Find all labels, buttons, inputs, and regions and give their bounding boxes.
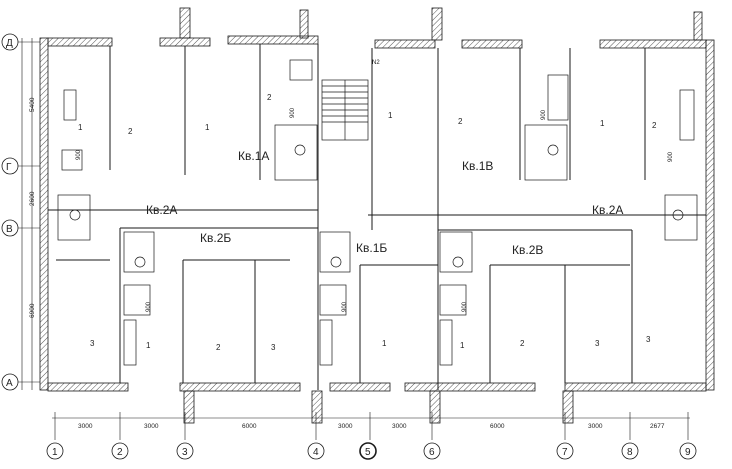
room-number: 1: [205, 123, 210, 132]
dimension-text: 2677: [650, 423, 665, 430]
dimension-text: 3000: [78, 423, 93, 430]
axis-label: 8: [627, 447, 633, 458]
small-dimension: 900: [290, 107, 296, 118]
room-number: 3: [90, 339, 95, 348]
row-axis-markers: [1, 33, 19, 391]
small-dimension: 900: [146, 301, 152, 312]
internal-walls: [48, 44, 706, 390]
dimension-text: 6000: [490, 423, 505, 430]
apartment-label: Кв.2Б: [200, 231, 231, 245]
dimension-text: 3000: [338, 423, 353, 430]
room-number: 3: [271, 343, 276, 352]
small-dimension: 900: [541, 109, 547, 120]
dimension-text: 3000: [392, 423, 407, 430]
axis-label: 9: [685, 447, 691, 458]
room-number: 2: [267, 93, 272, 102]
small-dimensions: 900 900 900 900 900 900 900 N2: [76, 60, 674, 312]
axis-label: Г: [6, 162, 12, 173]
dimension-lines: [18, 38, 690, 440]
axis-label: 2: [117, 447, 123, 458]
small-dimension: 900: [76, 149, 82, 160]
apartment-label: Кв.1В: [462, 159, 493, 173]
column-axis-labels: 1 2 3 4 5 6 7 8 9: [52, 447, 691, 458]
room-number: 2: [520, 339, 525, 348]
axis-label: 6: [429, 447, 435, 458]
dimension-text: 3000: [144, 423, 159, 430]
apartment-label: Кв.2А: [592, 203, 623, 217]
apartment-label: Кв.1Б: [356, 241, 387, 255]
room-numbers: 1 2 1 2 1 2 1 2 3 1 2 3 1 1 2 3 3: [78, 93, 657, 352]
axis-label: Д: [6, 38, 13, 49]
stair-note: N2: [372, 60, 380, 66]
dimension-text: 2600: [29, 191, 36, 206]
apartment-label: Кв.1А: [238, 149, 269, 163]
dimension-text: 6000: [242, 423, 257, 430]
dimension-text: 3000: [588, 423, 603, 430]
axis-label: 5: [365, 447, 371, 458]
room-number: 2: [652, 121, 657, 130]
small-dimension: 900: [668, 151, 674, 162]
dimension-text: 5400: [29, 97, 36, 112]
room-number: 1: [78, 123, 83, 132]
outer-walls: [39, 7, 715, 424]
sanitary-units: [57, 59, 698, 366]
axis-label: А: [6, 378, 13, 389]
small-dimension: 900: [462, 301, 468, 312]
axis-label: 1: [52, 447, 58, 458]
axis-label: В: [6, 224, 13, 235]
room-number: 1: [600, 119, 605, 128]
row-axis-labels: Д Г В А: [6, 38, 13, 389]
axis-label: 3: [182, 447, 188, 458]
room-number: 2: [458, 117, 463, 126]
column-axis-markers: [46, 442, 697, 460]
room-number: 3: [646, 335, 651, 344]
room-number: 2: [216, 343, 221, 352]
room-number: 1: [146, 341, 151, 350]
room-number: 1: [388, 111, 393, 120]
room-number: 3: [595, 339, 600, 348]
room-number: 1: [460, 341, 465, 350]
apartment-labels: Кв.1А Кв.2А Кв.2Б Кв.1Б Кв.2В Кв.1В Кв.2…: [146, 149, 623, 257]
staircase: [321, 79, 369, 141]
left-dimensions: 5400 2600 6900: [29, 97, 36, 318]
bottom-dimensions: 3000 3000 6000 3000 3000 6000 3000 2677: [78, 423, 665, 430]
small-dimension: 900: [342, 301, 348, 312]
axis-label: 4: [313, 447, 319, 458]
room-number: 1: [382, 339, 387, 348]
axis-label: 7: [562, 447, 568, 458]
room-number: 2: [128, 127, 133, 136]
apartment-label: Кв.2В: [512, 243, 543, 257]
apartment-label: Кв.2А: [146, 203, 177, 217]
dimension-text: 6900: [29, 303, 36, 318]
